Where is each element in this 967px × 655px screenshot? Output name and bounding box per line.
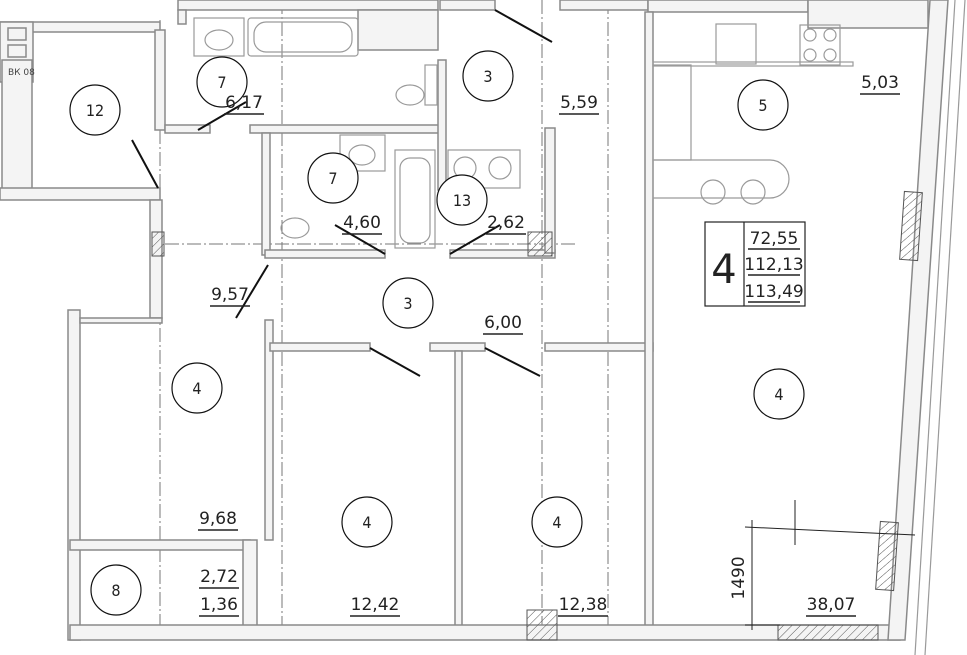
- living-area: 72,55: [750, 229, 799, 249]
- svg-text:12,42: 12,42: [351, 595, 400, 615]
- svg-text:6,17: 6,17: [225, 93, 263, 113]
- svg-text:3: 3: [483, 67, 492, 86]
- svg-text:4: 4: [362, 513, 371, 532]
- svg-text:4: 4: [192, 379, 201, 398]
- dimension-line: 1490: [729, 500, 916, 630]
- room-marker-4a: 4: [171, 362, 223, 414]
- bathtub-icon: [247, 17, 359, 57]
- svg-text:7: 7: [328, 169, 337, 188]
- area-label: 5,59: [559, 93, 599, 115]
- svg-text:38,07: 38,07: [807, 595, 856, 615]
- svg-text:4: 4: [552, 513, 561, 532]
- room-marker-13: 13: [436, 174, 488, 226]
- area-label: 38,07: [806, 595, 856, 617]
- total-area: 112,13: [744, 255, 803, 275]
- kitchen-island: [652, 159, 790, 199]
- room-marker-7: 7: [196, 56, 248, 108]
- area-label: 5,03: [860, 73, 900, 95]
- area-label: 4,60: [342, 213, 382, 235]
- svg-text:9,57: 9,57: [211, 285, 249, 305]
- svg-text:3: 3: [403, 294, 412, 313]
- toilet-icon: [280, 217, 310, 239]
- toilet-icon: [395, 84, 425, 106]
- room-markers: 12 7 3 7 13 5 3 4 4 4 4 8: [69, 50, 805, 616]
- kitchen-sink-icon: [715, 23, 757, 65]
- svg-text:8: 8: [111, 581, 120, 600]
- area-label: 6,17: [224, 93, 264, 115]
- svg-text:6,00: 6,00: [484, 313, 522, 333]
- area-label: 9,57: [210, 285, 250, 307]
- area-label: 12,38: [558, 595, 608, 617]
- svg-text:2,62: 2,62: [487, 213, 525, 233]
- room-marker-5: 5: [737, 79, 789, 131]
- area-label: 1,36: [199, 595, 239, 617]
- svg-text:4: 4: [774, 385, 783, 404]
- dimension-value: 1490: [729, 556, 749, 599]
- svg-text:5,59: 5,59: [560, 93, 598, 113]
- svg-text:2,72: 2,72: [200, 567, 238, 587]
- room-marker-4c: 4: [531, 496, 583, 548]
- room-marker-4d: 4: [753, 368, 805, 420]
- svg-text:5,03: 5,03: [861, 73, 899, 93]
- apartment-summary: 4 72,55 112,13 113,49: [704, 221, 806, 307]
- svg-text:12: 12: [86, 101, 104, 120]
- sink-icon: [339, 134, 386, 172]
- svg-text:5: 5: [758, 96, 767, 115]
- area-label: 12,42: [350, 595, 400, 617]
- svg-text:4,60: 4,60: [343, 213, 381, 233]
- room-marker-8: 8: [90, 564, 142, 616]
- svg-text:1,36: 1,36: [200, 595, 238, 615]
- rooms-count: 4: [711, 247, 736, 293]
- svg-text:7: 7: [217, 73, 226, 92]
- svg-text:13: 13: [453, 191, 471, 210]
- stove-icon: [799, 24, 841, 66]
- room-marker-3: 3: [462, 50, 514, 102]
- total-area-with-balcony: 113,49: [744, 282, 803, 302]
- area-label: 9,68: [198, 509, 238, 531]
- area-label: 2,62: [486, 213, 526, 235]
- room-marker-4b: 4: [341, 496, 393, 548]
- room-marker-3b: 3: [382, 277, 434, 329]
- svg-text:12,38: 12,38: [559, 595, 608, 615]
- room-marker-7b: 7: [307, 152, 359, 204]
- area-label: 2,72: [199, 567, 239, 589]
- door-swings: [131, 9, 553, 377]
- area-label: 6,00: [483, 313, 523, 335]
- riser-label: ВК 08: [8, 68, 35, 78]
- area-labels: 6,17 5,59 5,03 4,60 2,62 9,57 6,00 9,68 …: [198, 73, 900, 617]
- sink-icon: [193, 17, 245, 57]
- shower-icon: [394, 149, 436, 249]
- svg-text:9,68: 9,68: [199, 509, 237, 529]
- room-marker-12: 12: [69, 84, 121, 136]
